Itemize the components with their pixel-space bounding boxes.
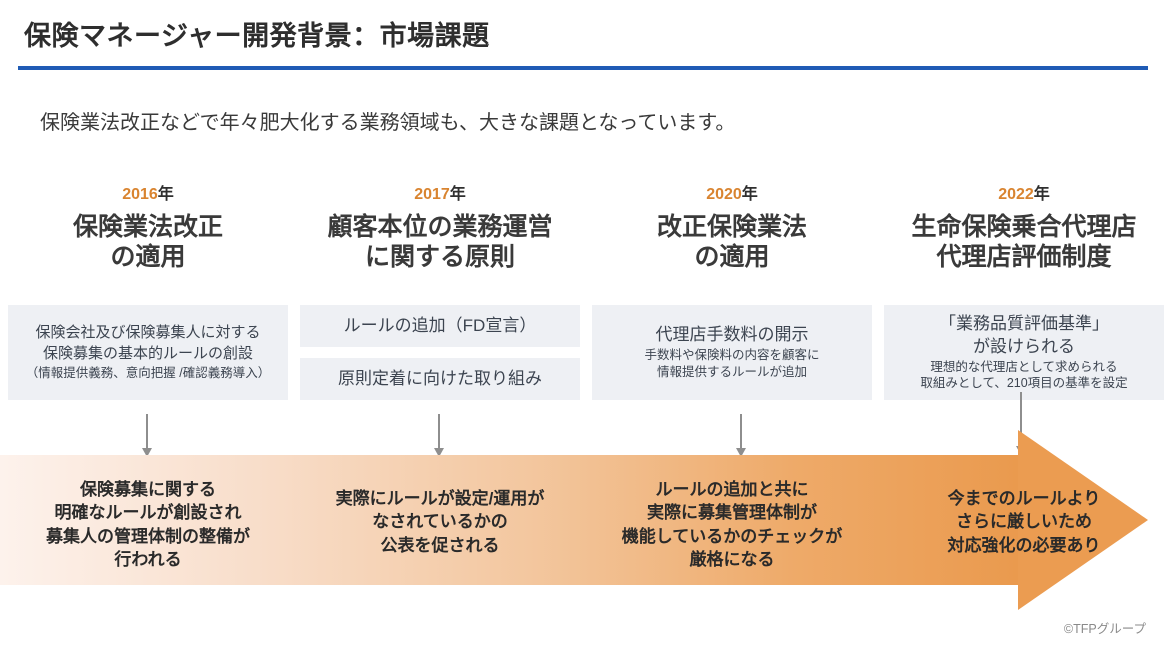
- outcome-text-2022: 今までのルールより さらに厳しいため 対応強化の必要あり: [884, 487, 1164, 557]
- column-year-2022: 2022年: [884, 186, 1164, 204]
- arrow-head: [142, 448, 152, 457]
- timeline-column-2016: 2016年 保険業法改正 の適用: [8, 186, 288, 273]
- down-arrow-icon: [140, 414, 154, 458]
- info-box: ルールの追加（FD宣言）: [300, 305, 580, 347]
- info-box-subline: 理想的な代理店として求められる: [930, 359, 1118, 374]
- outcome-line: 行われる: [114, 550, 182, 570]
- column-heading-2016: 保険業法改正 の適用: [8, 212, 288, 273]
- column-heading-2017: 顧客本位の業務運営 に関する原則: [300, 212, 580, 273]
- timeline-column-2017: 2017年 顧客本位の業務運営 に関する原則: [300, 186, 580, 273]
- outcome-text-2017: 実際にルールが設定/運用が なされているかの 公表を促される: [300, 487, 580, 557]
- info-box-line: 原則定着に向けた取り組み: [338, 368, 542, 388]
- info-box-line: 代理店手数料の開示: [655, 325, 809, 345]
- info-box: 原則定着に向けた取り組み: [300, 358, 580, 400]
- heading-line-1: 改正保険業法: [656, 212, 807, 241]
- year-number: 2017: [414, 186, 450, 203]
- arrow-head: [434, 448, 444, 457]
- outcome-line: さらに厳しいため: [956, 512, 1092, 532]
- outcome-line: 実際にルールが設定/運用が: [335, 489, 545, 508]
- info-box-subline: 手数料や保険料の内容を顧客に: [644, 348, 820, 363]
- outcome-line: 厳格になる: [689, 550, 775, 570]
- column-heading-2022: 生命保険乗合代理店 代理店評価制度: [884, 212, 1164, 273]
- heading-line-2: に関する原則: [364, 243, 515, 272]
- outcome-line: 対応強化の必要あり: [947, 535, 1101, 555]
- info-box-subline: （情報提供義務、意向把握 /確認義務導入）: [25, 365, 271, 380]
- outcome-line: 機能しているかのチェックが: [621, 526, 843, 546]
- timeline-column-2022: 2022年 生命保険乗合代理店 代理店評価制度: [884, 186, 1164, 273]
- heading-line-1: 保険業法改正: [72, 212, 223, 241]
- info-box: 保険会社及び保険募集人に対する 保険募集の基本的ルールの創設 （情報提供義務、意…: [8, 305, 288, 400]
- info-box-subline: 情報提供するルールが追加: [656, 364, 807, 379]
- timeline-arrow-head-icon: [1018, 430, 1148, 610]
- info-box-line: ルールの追加（FD宣言）: [343, 315, 537, 335]
- info-box: 「業務品質評価基準」 が設けられる 理想的な代理店として求められる 取組みとして…: [884, 305, 1164, 400]
- column-year-2020: 2020年: [592, 186, 872, 204]
- info-box-line: が設けられる: [973, 336, 1075, 356]
- arrow-stem: [146, 414, 148, 450]
- copyright-footer: ©TFPグループ: [1063, 622, 1146, 636]
- outcome-text-2016: 保険募集に関する 明確なルールが創設され 募集人の管理体制の整備が 行われる: [8, 478, 288, 572]
- info-boxes-2022: 「業務品質評価基準」 が設けられる 理想的な代理店として求められる 取組みとして…: [884, 305, 1164, 400]
- column-year-2017: 2017年: [300, 186, 580, 204]
- arrow-stem: [438, 414, 440, 450]
- down-arrow-icon: [432, 414, 446, 458]
- lead-sentence: 保険業法改正などで年々肥大化する業務領域も、大きな課題となっています。: [40, 112, 736, 134]
- outcome-line: 公表を促される: [380, 535, 500, 555]
- timeline-arrow-band: [0, 455, 1018, 585]
- heading-line-2: の適用: [694, 243, 770, 272]
- outcome-line: 保険募集に関する: [80, 480, 216, 499]
- info-boxes-2020: 代理店手数料の開示 手数料や保険料の内容を顧客に 情報提供するルールが追加: [592, 305, 872, 400]
- year-number: 2022: [998, 186, 1034, 203]
- info-box: 代理店手数料の開示 手数料や保険料の内容を顧客に 情報提供するルールが追加: [592, 305, 872, 400]
- year-suffix: 年: [1033, 186, 1050, 203]
- outcome-line: 実際に募集管理体制が: [647, 503, 817, 523]
- year-suffix: 年: [741, 186, 758, 203]
- arrow-stem: [740, 414, 742, 450]
- arrow-head: [736, 448, 746, 457]
- outcome-line: 今までのルールより: [947, 489, 1101, 508]
- down-arrow-icon: [734, 414, 748, 458]
- title-divider: [18, 66, 1148, 70]
- outcome-text-2020: ルールの追加と共に 実際に募集管理体制が 機能しているかのチェックが 厳格になる: [592, 478, 872, 572]
- year-suffix: 年: [157, 186, 174, 203]
- info-boxes-2017: ルールの追加（FD宣言） 原則定着に向けた取り組み: [300, 305, 580, 400]
- column-heading-2020: 改正保険業法 の適用: [592, 212, 872, 273]
- info-box-subline: 取組みとして、210項目の基準を設定: [920, 376, 1128, 391]
- info-boxes-2016: 保険会社及び保険募集人に対する 保険募集の基本的ルールの創設 （情報提供義務、意…: [8, 305, 288, 400]
- year-number: 2020: [706, 186, 742, 203]
- year-suffix: 年: [449, 186, 466, 203]
- outcome-line: 明確なルールが創設され: [54, 503, 242, 523]
- page-title: 保険マネージャー開発背景：市場課題: [24, 21, 490, 51]
- timeline-column-2020: 2020年 改正保険業法 の適用: [592, 186, 872, 273]
- info-box-line: 保険募集の基本的ルールの創設: [42, 345, 253, 363]
- outcome-line: なされているかの: [372, 512, 508, 532]
- info-box-line: 保険会社及び保険募集人に対する: [35, 324, 261, 342]
- year-number: 2016: [122, 186, 158, 203]
- heading-line-2: 代理店評価制度: [936, 243, 1112, 272]
- arrow-stem: [1020, 392, 1022, 448]
- column-year-2016: 2016年: [8, 186, 288, 204]
- outcome-line: 募集人の管理体制の整備が: [46, 526, 250, 546]
- heading-line-2: の適用: [110, 243, 186, 272]
- heading-line-1: 生命保険乗合代理店: [911, 212, 1137, 241]
- heading-line-1: 顧客本位の業務運営: [327, 212, 553, 241]
- info-box-line: 「業務品質評価基準」: [939, 313, 1109, 333]
- outcome-line: ルールの追加と共に: [655, 480, 809, 499]
